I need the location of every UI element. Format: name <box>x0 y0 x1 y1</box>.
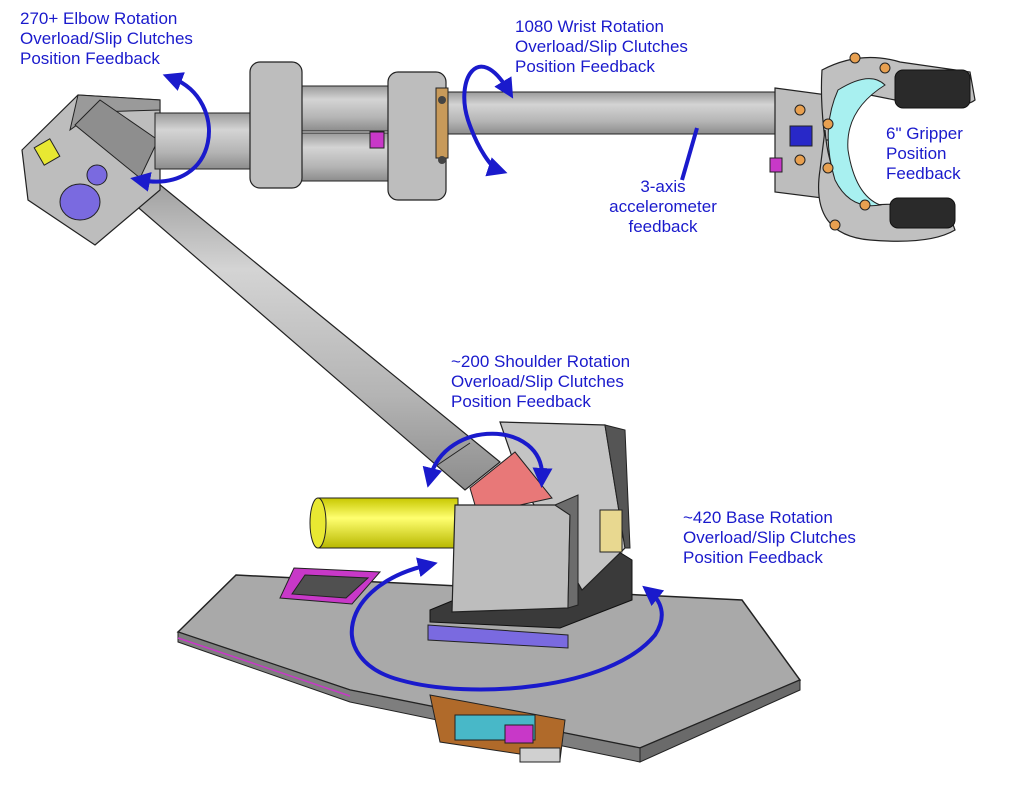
wrist-rotation-label: 1080 Wrist Rotation Overload/Slip Clutch… <box>515 17 688 76</box>
yellow-counterweight <box>309 497 459 549</box>
wrist-rotation-arrow <box>462 64 514 177</box>
upper-arm-tube <box>116 174 501 491</box>
elbow-block <box>21 94 161 246</box>
shoulder-rotation-label: ~200 Shoulder Rotation Overload/Slip Clu… <box>451 352 631 411</box>
clutch-housings <box>249 61 449 201</box>
base-bracket <box>429 694 566 763</box>
shoulder-rotation-arrow <box>422 431 553 488</box>
base-rotation-label: ~420 Base Rotation Overload/Slip Clutche… <box>683 508 856 567</box>
gripper-label: 6" Gripper Position Feedback <box>886 124 963 183</box>
gripper <box>769 52 976 242</box>
elbow-rotation-arrow <box>130 72 211 192</box>
base-rotation-arrow <box>349 557 665 692</box>
accelerometer-pointer <box>680 127 699 181</box>
elbow-rotation-label: 270+ Elbow Rotation Overload/Slip Clutch… <box>20 9 193 68</box>
annotation-arrows <box>130 64 699 692</box>
accelerometer-label: 3-axis accelerometer feedback <box>609 177 717 236</box>
